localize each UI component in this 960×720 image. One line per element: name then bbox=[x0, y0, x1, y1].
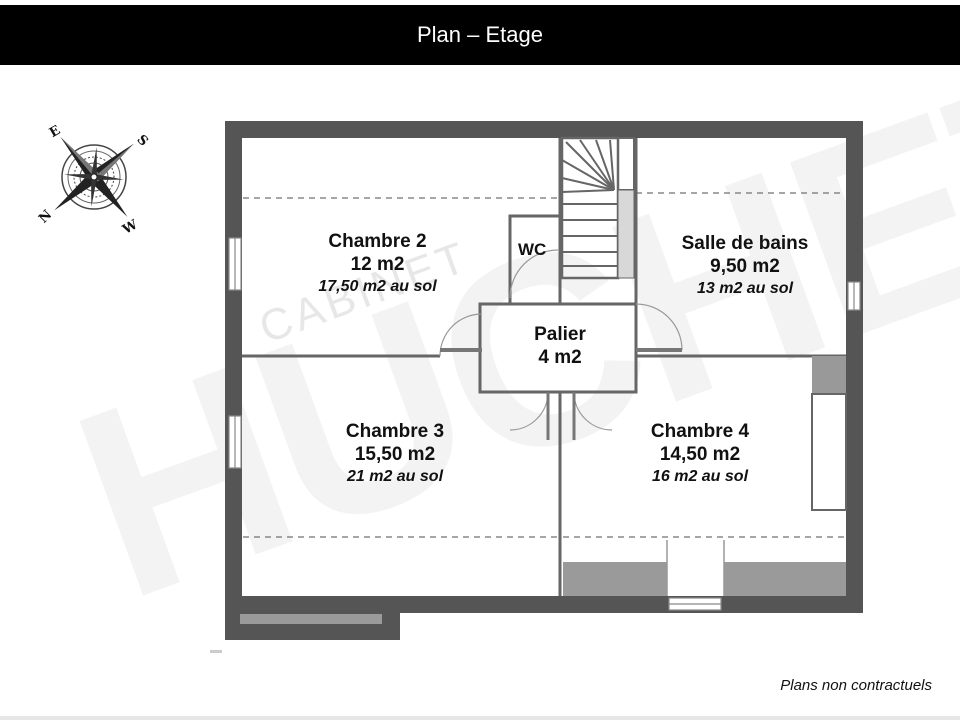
room-area: 12 m2 bbox=[350, 253, 405, 275]
room-palier: Palier 4 m2 bbox=[500, 324, 620, 370]
wall-left bbox=[225, 121, 242, 640]
page-title: Plan – Etage bbox=[417, 22, 543, 47]
room-floor-area: 21 m2 au sol bbox=[346, 467, 444, 485]
room-salle-de-bains: Salle de bains 9,50 m2 13 m2 au sol bbox=[650, 233, 840, 298]
compass-rose-icon: E S W N bbox=[36, 123, 151, 236]
disclaimer-note: Plans non contractuels bbox=[780, 677, 932, 694]
windows bbox=[228, 237, 861, 611]
room-area: 9,50 m2 bbox=[710, 255, 780, 277]
room-name: Chambre 2 bbox=[328, 231, 427, 252]
room-wc: WC bbox=[518, 240, 547, 259]
room-name: Chambre 4 bbox=[650, 421, 750, 442]
room-floor-area: 13 m2 au sol bbox=[696, 279, 794, 297]
staircase bbox=[560, 136, 635, 280]
room-floor-area: 17,50 m2 au sol bbox=[318, 277, 437, 295]
room-area: 14,50 m2 bbox=[659, 443, 741, 465]
room-name: Chambre 3 bbox=[345, 421, 445, 442]
wall-top bbox=[225, 121, 863, 138]
door-swings bbox=[439, 249, 683, 440]
wall-right bbox=[846, 121, 863, 613]
room-chambre-3: Chambre 3 15,50 m2 21 m2 au sol bbox=[305, 421, 485, 486]
room-chambre-4: Chambre 4 14,50 m2 16 m2 au sol bbox=[610, 421, 790, 486]
room-floor-area: 16 m2 au sol bbox=[651, 467, 749, 485]
compass-letter-w: W bbox=[119, 217, 140, 236]
room-name: Palier bbox=[534, 324, 586, 345]
room-area: 4 m2 bbox=[538, 346, 582, 368]
page-header: Plan – Etage bbox=[0, 5, 960, 65]
room-name: Salle de bains bbox=[681, 233, 809, 254]
room-area: 15,50 m2 bbox=[354, 443, 436, 465]
bottom-divider bbox=[0, 716, 960, 720]
room-chambre-2: Chambre 2 12 m2 17,50 m2 au sol bbox=[290, 231, 465, 296]
wall-bottom bbox=[225, 596, 863, 613]
